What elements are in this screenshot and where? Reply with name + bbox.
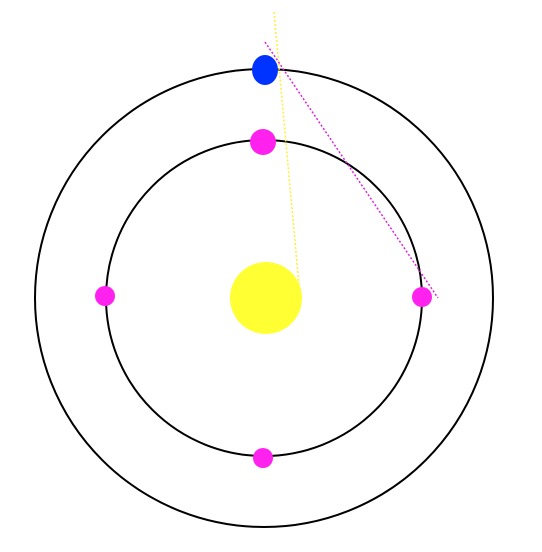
moon-direction-line: [264, 41, 439, 299]
moon-left: [95, 286, 115, 306]
planet: [252, 55, 278, 85]
moon-right: [412, 287, 432, 307]
sun: [230, 262, 302, 334]
moon-top: [250, 129, 276, 155]
sun-direction-line: [273, 11, 301, 297]
moon-bottom: [253, 448, 273, 468]
